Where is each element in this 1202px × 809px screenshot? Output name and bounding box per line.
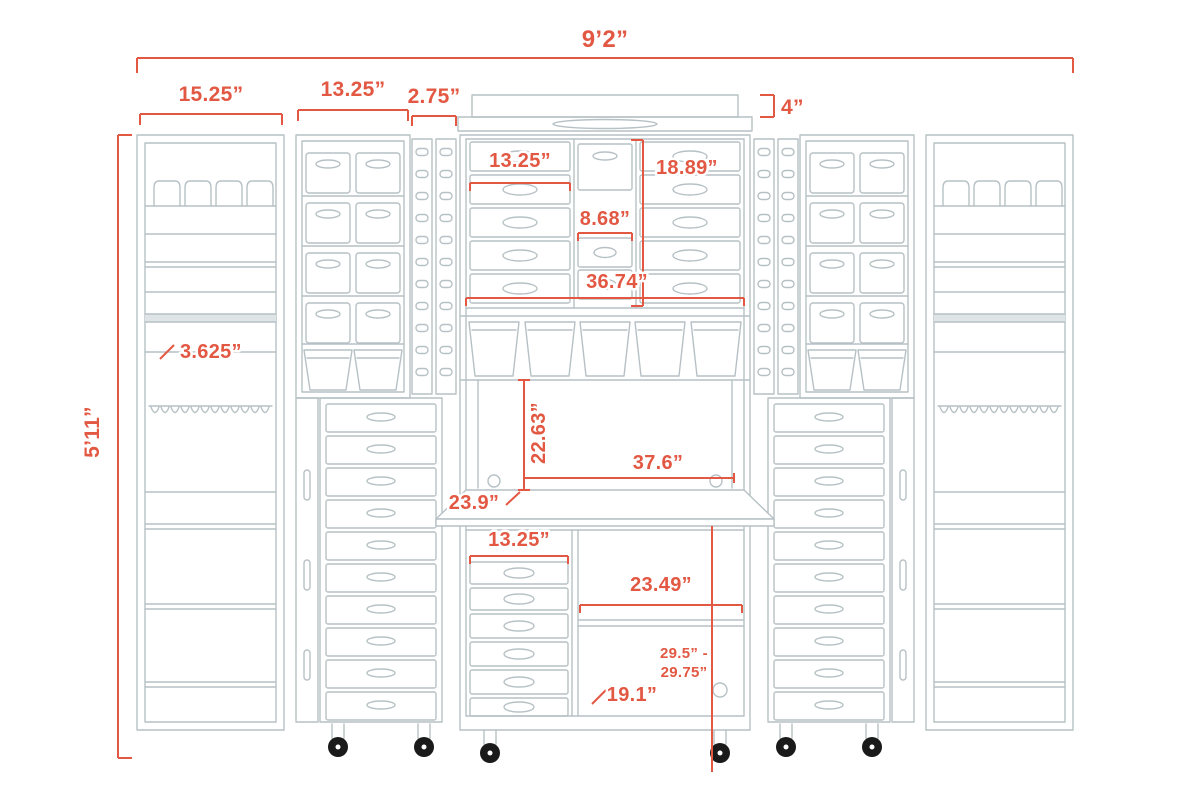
dim-leader-desk-depth: [505, 491, 521, 506]
dim-overall-height: 5’11”: [81, 406, 104, 458]
dim-desk-height-range-line2: 29.75”: [661, 664, 708, 681]
lower-section: [465, 529, 745, 717]
basket-row: [459, 315, 751, 381]
dim-line-upper-section-height: [631, 139, 644, 307]
dim-lower-drawer-width: 13.25”: [488, 529, 550, 551]
dim-lower-cubby-width: 23.49”: [630, 574, 692, 596]
lower-drawer-column: [469, 561, 569, 717]
dim-line-overall-width: [136, 57, 1074, 73]
left-bin-tower: [295, 134, 411, 399]
dim-line-spine-width: [411, 115, 457, 126]
dim-upper-drawer-width: 13.25”: [489, 150, 551, 172]
dim-line-left-tower-width: [297, 109, 409, 121]
dim-leader-door-shelf-depth: [159, 344, 175, 360]
dim-lower-depth: 19.1”: [607, 684, 657, 706]
right-thread-tower: [753, 138, 799, 395]
dim-hutch-width: 36.74”: [586, 271, 648, 293]
dim-line-crown-height: [760, 94, 775, 118]
center-hutch: [457, 94, 753, 731]
dim-upper-cubby-width: 8.68”: [580, 208, 630, 230]
left-side-strip: [295, 397, 319, 723]
right-drawer-stack: [767, 397, 891, 723]
right-side-strip: [891, 397, 915, 723]
dim-overall-width: 9’2”: [582, 26, 629, 53]
dim-line-desk-width: [523, 473, 735, 483]
left-thread-tower: [411, 138, 457, 395]
dim-desk-height-range-line1: 29.5” -: [660, 645, 708, 662]
dim-crown-height: 4”: [781, 96, 804, 119]
left-drawer-stack: [319, 397, 443, 723]
dim-spine-width: 2.75”: [408, 85, 461, 108]
dim-desk-depth: 23.9”: [449, 492, 499, 514]
dim-line-upper-cubby-width: [577, 232, 633, 241]
dim-line-left-door-width: [139, 113, 283, 125]
left-door-panel: [136, 134, 285, 731]
dim-desk-width: 37.6”: [633, 452, 683, 474]
dim-line-upper-drawer-width: [469, 182, 571, 191]
dim-line-hutch-width: [465, 297, 745, 306]
dimension-annotations: 9’2” 15.25” 13.25” 2.75” 4” 13.25” 18.89…: [79, 24, 1074, 772]
dim-leader-lower-depth: [591, 689, 607, 705]
dim-upper-section-height: 18.89”: [656, 157, 718, 179]
dim-left-door-width: 15.25”: [179, 83, 244, 106]
dim-backboard-height: 22.63”: [528, 402, 550, 464]
right-bin-tower: [799, 134, 915, 399]
dim-left-tower-width: 13.25”: [321, 78, 386, 101]
crown-light: [457, 94, 753, 132]
dimension-lines: [117, 57, 1074, 772]
right-door-panel: [925, 134, 1074, 731]
desk-bay: [477, 379, 733, 489]
dim-line-lower-cubby-width: [579, 604, 743, 613]
casters: [328, 723, 882, 763]
dim-door-shelf-depth: 3.625”: [180, 341, 242, 363]
cabinet-illustration: [136, 94, 1074, 763]
desk-surface: [435, 489, 775, 527]
dim-line-overall-height: [117, 134, 132, 759]
dim-line-backboard-height: [518, 379, 530, 491]
dim-line-lower-drawer-width: [469, 555, 569, 564]
